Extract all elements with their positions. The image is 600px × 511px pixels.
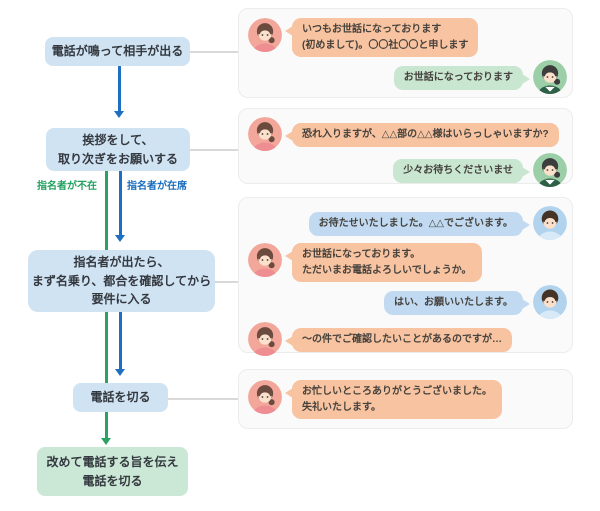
chat-bubble: お待たせいたしました。△△でございます。: [308, 212, 531, 236]
chat-row: いつもお世話になっております (初めまして)。〇〇社〇〇と申します: [248, 18, 567, 57]
chat-row: 〜の件でご確認したいことがあるのですが…: [248, 322, 567, 356]
arrowhead-step5: [100, 438, 111, 445]
receiver-woman-avatar-icon: [533, 153, 567, 187]
connector-step2-panel2: [190, 149, 239, 151]
contact-man-avatar-icon: [533, 285, 567, 319]
chat-row: お世話になっております。 ただいまお電話よろしいでしょうか。: [248, 243, 567, 282]
chat-panel-3: お待たせいたしました。△△でございます。: [238, 197, 573, 356]
flow-step-greet-transfer: 挨拶をして、 取り次ぎをお願いする: [46, 128, 190, 171]
arrowhead-step4: [114, 369, 125, 376]
connector-step1-panel1: [190, 51, 239, 53]
branch-label-present: 指名者が在席: [127, 181, 187, 192]
connector-step4-panel4: [168, 398, 239, 400]
flow-step-hang-up: 電話を切る: [73, 383, 168, 412]
contact-man-avatar-icon: [533, 206, 567, 240]
flow-step-confirm-convenience: 指名者が出たら、 まず名乗り、都合を確認してから 要件に入る: [28, 250, 215, 312]
arrowhead-step3: [114, 235, 125, 242]
chat-row: お世話になっております: [248, 60, 567, 94]
flow-step-phone-rings: 電話が鳴って相手が出る: [45, 37, 190, 66]
chat-bubble: お忙しいところありがとうございました。 失礼いたします。: [285, 380, 502, 419]
chat-bubble: 少々お待ちくださいませ: [393, 159, 530, 183]
caller-woman-avatar-icon: [248, 243, 282, 277]
chat-bubble: お世話になっております: [393, 66, 531, 90]
caller-woman-avatar-icon: [248, 380, 282, 414]
chat-bubble: はい、お願いいたします。: [384, 291, 530, 315]
caller-woman-avatar-icon: [248, 322, 282, 356]
chat-row: 恐れ入りますが、△△部の△△様はいらっしゃいますか?: [248, 117, 567, 151]
arrowhead-step2: [113, 111, 124, 118]
caller-woman-avatar-icon: [248, 117, 282, 151]
arrow-line-step1-step2: [118, 66, 121, 112]
connector-step3-panel3: [215, 281, 239, 283]
chat-panel-2: 恐れ入りますが、△△部の△△様はいらっしゃいますか? 少々お待ちくださいませ: [238, 108, 573, 187]
chat-row: 少々お待ちくださいませ: [248, 153, 567, 187]
caller-woman-avatar-icon: [248, 18, 282, 52]
chat-bubble: 恐れ入りますが、△△部の△△様はいらっしゃいますか?: [285, 123, 559, 147]
chat-row: お忙しいところありがとうございました。 失礼いたします。: [248, 380, 567, 419]
branch-label-absent: 指名者が不在: [37, 181, 97, 192]
receiver-woman-avatar-icon: [533, 60, 567, 94]
flow-step-call-again: 改めて電話する旨を伝え 電話を切る: [37, 447, 188, 496]
chat-bubble: 〜の件でご確認したいことがあるのですが…: [285, 328, 512, 352]
chat-panel-1: いつもお世話になっております (初めまして)。〇〇社〇〇と申します お世話になっ…: [238, 8, 573, 98]
chat-bubble: お世話になっております。 ただいまお電話よろしいでしょうか。: [285, 243, 482, 282]
chat-row: お待たせいたしました。△△でございます。: [248, 206, 567, 240]
chat-row: はい、お願いいたします。: [248, 285, 567, 319]
branch-line-present: [119, 171, 122, 236]
chat-panel-4: お忙しいところありがとうございました。 失礼いたします。: [238, 369, 573, 429]
arrow-line-step3-step4: [119, 312, 122, 370]
chat-bubble: いつもお世話になっております (初めまして)。〇〇社〇〇と申します: [284, 18, 479, 57]
